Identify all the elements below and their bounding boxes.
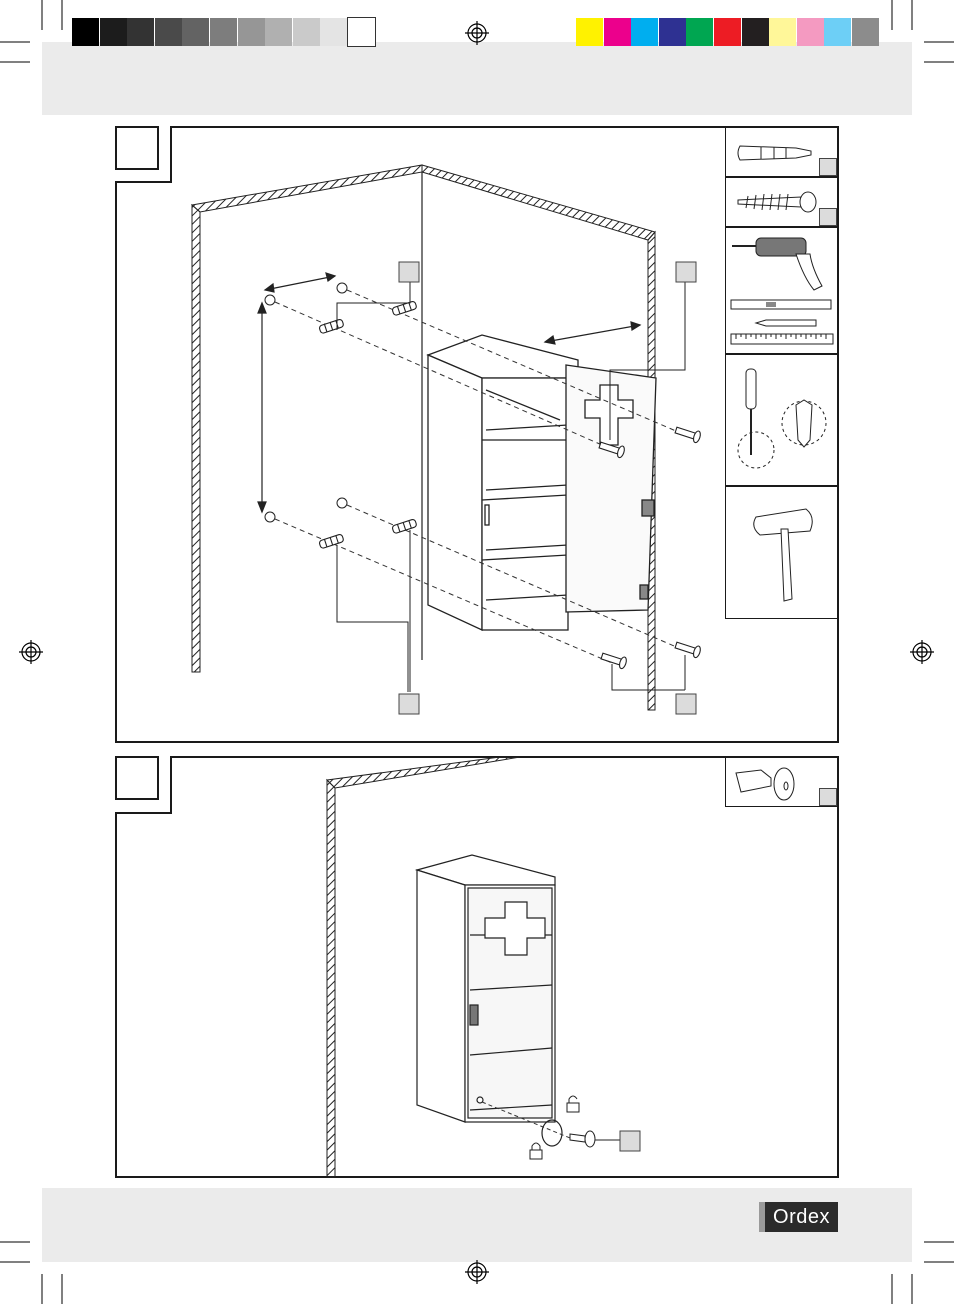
- hammer-icon: [753, 508, 813, 602]
- gray-swatch: [154, 18, 182, 46]
- color-swatch: [796, 18, 824, 46]
- color-swatch: [741, 18, 769, 46]
- gray-swatch: [182, 18, 210, 46]
- header-band: [42, 42, 912, 115]
- step-number-box-2: [115, 756, 159, 800]
- tool-box-hammer: [725, 486, 838, 619]
- wall-corner-illustration: [190, 164, 656, 711]
- tool-box-key: [725, 757, 838, 807]
- registration-mark-top: [465, 21, 489, 45]
- screwdriver-icon: [737, 368, 827, 469]
- drill-hole-markers: [264, 282, 348, 523]
- dashed-guide-lines: [274, 289, 691, 664]
- gray-swatch: [72, 18, 99, 46]
- gray-swatch: [347, 17, 376, 47]
- color-swatch: [658, 18, 686, 46]
- cabinet-drawing: [426, 334, 657, 632]
- registration-mark-bottom: [465, 1260, 489, 1284]
- gray-swatch: [292, 18, 320, 46]
- color-swatch: [686, 18, 714, 46]
- color-swatch: [769, 18, 797, 46]
- color-swatch: [852, 18, 879, 46]
- rotation-arrow-icon: [541, 1119, 563, 1147]
- tool-box-wall-plug: [725, 127, 838, 177]
- wall-illustration-2: [325, 756, 521, 1178]
- key-tool-icon: [735, 767, 795, 801]
- registration-mark-right: [910, 640, 934, 664]
- color-swatch: [631, 18, 659, 46]
- screws: [598, 426, 701, 670]
- registration-mark-left: [19, 640, 43, 664]
- cabinet-closed-drawing: [414, 854, 556, 1123]
- callout-lines: [336, 280, 686, 692]
- dimension-arrows: [257, 272, 642, 514]
- gray-swatch: [127, 18, 155, 46]
- gray-swatch: [210, 18, 237, 46]
- part-labels: [398, 261, 697, 715]
- color-swatch: [603, 18, 631, 46]
- color-swatch: [714, 18, 741, 46]
- pencil-icon: [754, 319, 817, 327]
- brand-logo: Ordex: [759, 1202, 838, 1232]
- lock-icons: [529, 1095, 580, 1160]
- gray-swatch: [265, 18, 293, 46]
- step-number-box-1: [115, 126, 159, 170]
- color-swatch: [576, 18, 603, 46]
- gray-swatch: [320, 18, 348, 46]
- part-label: [819, 158, 837, 176]
- wall-plugs: [318, 301, 417, 549]
- ruler-icon: [730, 333, 834, 345]
- gray-swatch: [237, 18, 265, 46]
- part-label: [819, 208, 837, 226]
- gray-swatch: [99, 18, 127, 46]
- part-label: [619, 1130, 641, 1152]
- tool-box-screw: [725, 177, 838, 227]
- tool-box-drill-level-ruler: [725, 227, 838, 354]
- key-icon: [569, 1130, 596, 1148]
- color-swatch: [824, 18, 852, 46]
- tool-box-screwdriver: [725, 354, 838, 486]
- wall-plug-icon: [737, 145, 812, 161]
- drill-icon: [732, 237, 823, 291]
- spirit-level-icon: [730, 299, 832, 310]
- part-label: [819, 788, 837, 806]
- screw-icon: [737, 191, 817, 213]
